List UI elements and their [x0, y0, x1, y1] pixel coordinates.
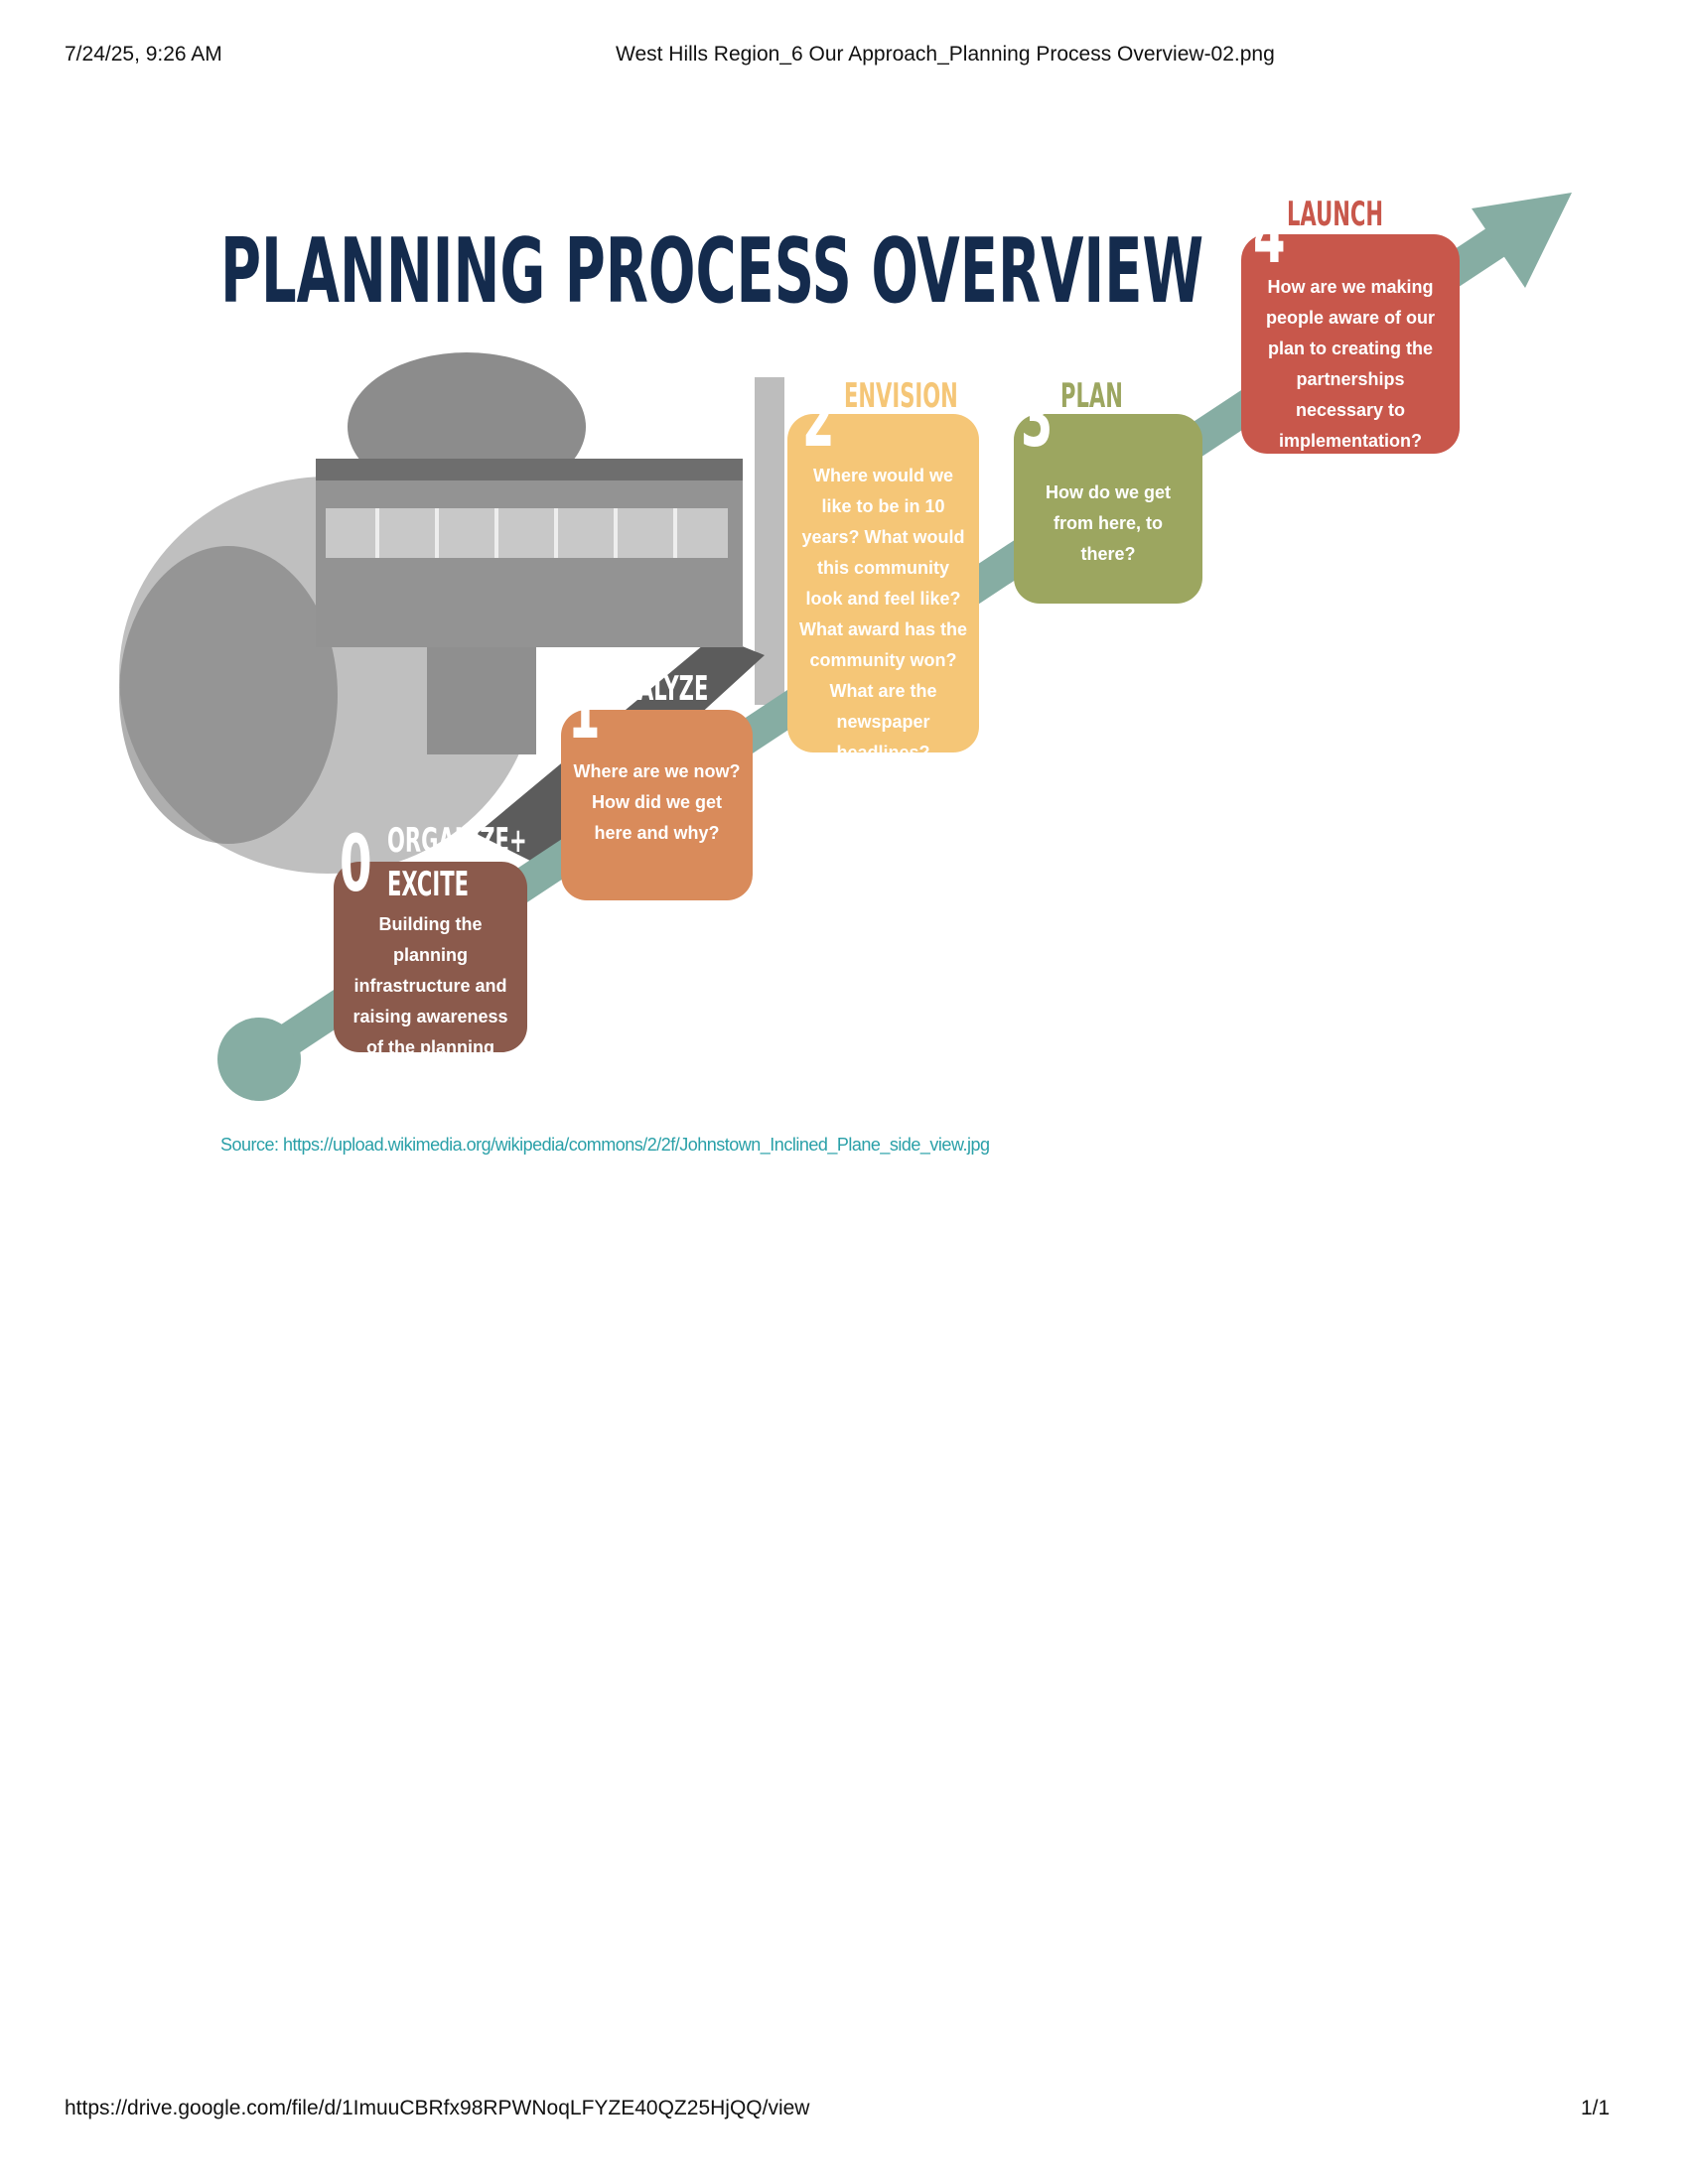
step-3-box: How do we get from here, to there? [1014, 414, 1202, 604]
step-0-box: Building the planning infrastructure and… [334, 862, 527, 1088]
print-url: https://drive.google.com/file/d/1ImuuCBR… [65, 2097, 810, 2119]
step-0-number: 0 [340, 820, 372, 909]
print-filename: West Hills Region_6 Our Approach_Plannin… [616, 43, 1275, 66]
step-2-label: ENVISION [844, 376, 958, 416]
step-1-number: 1 [568, 667, 601, 756]
image-source-link[interactable]: Source: https://upload.wikimedia.org/wik… [220, 1135, 990, 1155]
page-title: PLANNING PROCESS OVERVIEW [220, 219, 1204, 324]
step-2-box: Where would we like to be in 10 years? W… [787, 414, 979, 762]
print-datetime: 7/24/25, 9:26 AM [65, 43, 222, 66]
step-2-number: 2 [802, 375, 835, 465]
step-4-number: 4 [1253, 192, 1286, 281]
step-3-number: 3 [1021, 375, 1054, 465]
step-4-text: How are we making people aware of our pl… [1265, 277, 1436, 451]
step-2-text: Where would we like to be in 10 years? W… [798, 466, 968, 762]
step-1-text: Where are we now? How did we get here an… [573, 761, 741, 843]
incline-photo [119, 352, 784, 874]
step-3-label: PLAN [1060, 376, 1123, 416]
step-1-box: Where are we now? How did we get here an… [561, 710, 753, 900]
step-1-label: ANALYZE [604, 669, 709, 709]
page-number: 1/1 [1581, 2097, 1611, 2119]
step-0-text: Building the planning infrastructure and… [352, 914, 508, 1088]
step-3-text: How do we get from here, to there? [1046, 482, 1171, 564]
step-0-label-2: EXCITE [387, 865, 469, 904]
step-0-label: ORGANIZE+ [387, 821, 527, 861]
step-4-label: LAUNCH [1287, 195, 1383, 234]
step-4-box: How are we making people aware of our pl… [1241, 234, 1460, 454]
